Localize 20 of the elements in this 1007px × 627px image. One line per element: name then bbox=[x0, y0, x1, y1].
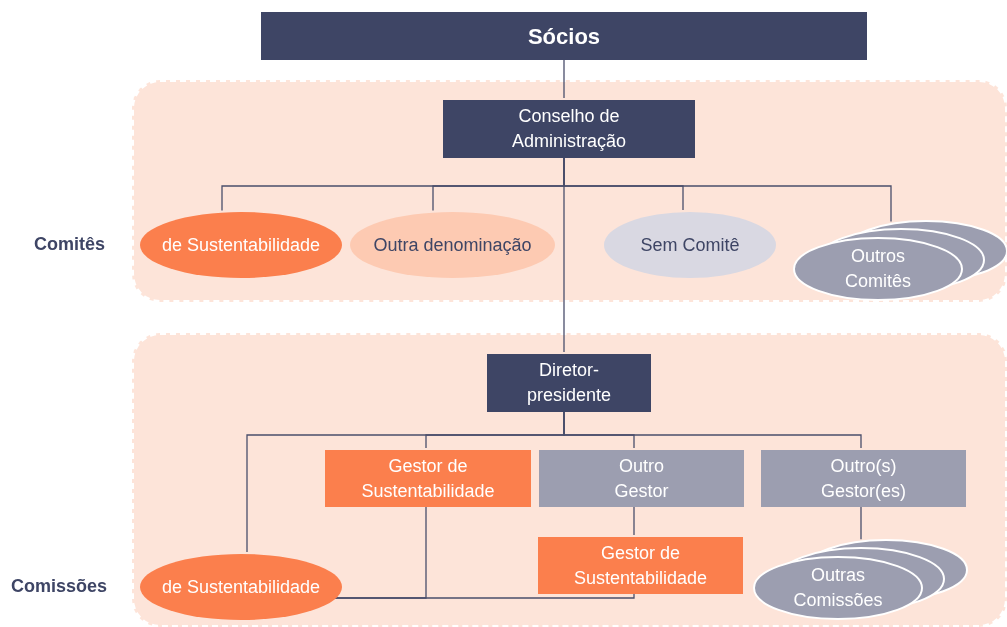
rounded-panel bbox=[132, 333, 1007, 627]
committee-ellipse: de Sustentabilidade bbox=[140, 554, 342, 620]
row-label: Comissões bbox=[11, 575, 108, 598]
connector-line bbox=[563, 59, 565, 99]
role-box: Gestor de Sustentabilidade bbox=[325, 450, 531, 507]
connector-line bbox=[633, 504, 635, 536]
row-label: Comitês bbox=[34, 233, 105, 256]
connector-line bbox=[860, 504, 862, 540]
role-box: Outro(s) Gestor(es) bbox=[761, 450, 966, 507]
role-box: Conselho de Administração bbox=[443, 100, 695, 158]
rounded-panel bbox=[132, 80, 1007, 302]
role-box: Gestor de Sustentabilidade bbox=[538, 537, 743, 594]
committee-ellipse: Outra denominação bbox=[350, 212, 555, 278]
ellipse-label: Outras Comissões bbox=[792, 564, 884, 612]
title-box: Sócios bbox=[261, 12, 867, 60]
committee-ellipse: Sem Comitê bbox=[604, 212, 776, 278]
ellipse-label: Outros Comitês bbox=[844, 245, 912, 293]
role-box: Outro Gestor bbox=[539, 450, 744, 507]
committee-ellipse: de Sustentabilidade bbox=[140, 212, 342, 278]
role-box: Diretor-presidente bbox=[487, 354, 651, 412]
